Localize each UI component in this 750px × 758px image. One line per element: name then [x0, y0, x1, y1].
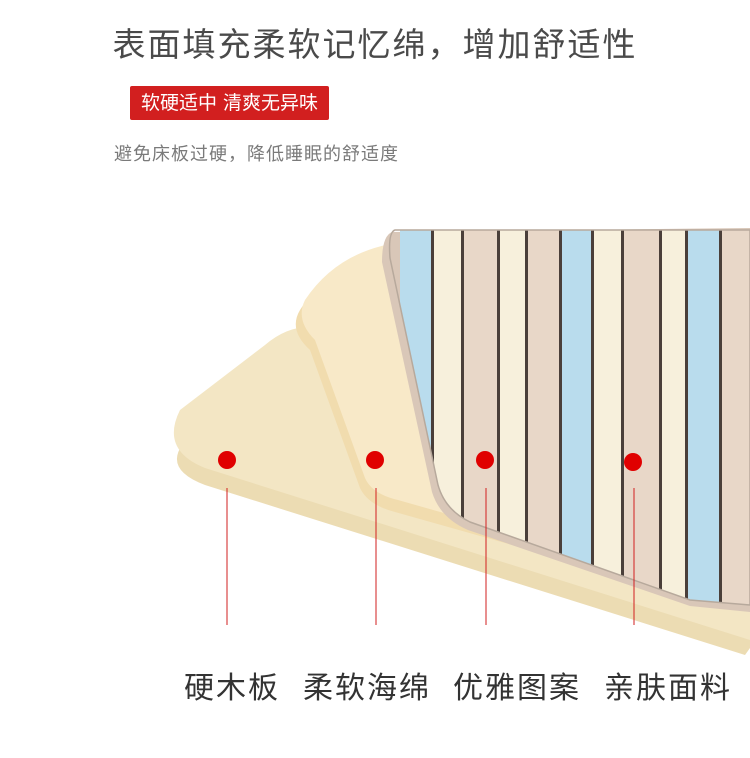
fabric-stripe-line [497, 230, 500, 605]
fabric-stripe-line [685, 230, 688, 605]
fabric-stripe-line [525, 230, 528, 605]
fabric-stripe [662, 230, 688, 605]
marker-dot [476, 451, 494, 469]
marker-dot [624, 453, 642, 471]
marker-dot [218, 451, 236, 469]
marker-fabric [624, 453, 642, 625]
fabric-stripe [594, 230, 624, 605]
label-sponge: 柔软海绵 [303, 671, 431, 706]
label-pattern: 优雅图案 [453, 671, 581, 706]
fabric-stripe [688, 230, 722, 605]
fabric-stripe-line [659, 230, 662, 605]
label-fabric: 亲肤面料 [604, 671, 732, 706]
fabric-layer [382, 228, 750, 612]
label-hard-board: 硬木板 [184, 671, 280, 706]
subtext: 避免床板过硬，降低睡眠的舒适度 [114, 144, 399, 165]
headline: 表面填充柔软记忆绵，增加舒适性 [112, 25, 638, 64]
fabric-stripe-line [591, 230, 594, 605]
marker-sponge [366, 451, 384, 625]
fabric-stripe [528, 230, 562, 605]
marker-hard-board [218, 451, 236, 625]
layer-labels: 硬木板 柔软海绵 优雅图案 亲肤面料 [0, 663, 750, 707]
fabric-stripe [624, 230, 662, 605]
feature-badge: 软硬适中 清爽无异味 [130, 86, 330, 120]
fabric-stripe-line [461, 230, 464, 605]
fabric-stripe-line [621, 230, 624, 605]
fabric-stripe-line [719, 230, 722, 605]
fabric-stripe-line [431, 230, 434, 605]
fabric-stripe [562, 230, 594, 605]
fabric-stripe-line [559, 230, 562, 605]
marker-dot [366, 451, 384, 469]
fabric-stripe [722, 230, 750, 605]
marker-pattern [476, 451, 494, 625]
